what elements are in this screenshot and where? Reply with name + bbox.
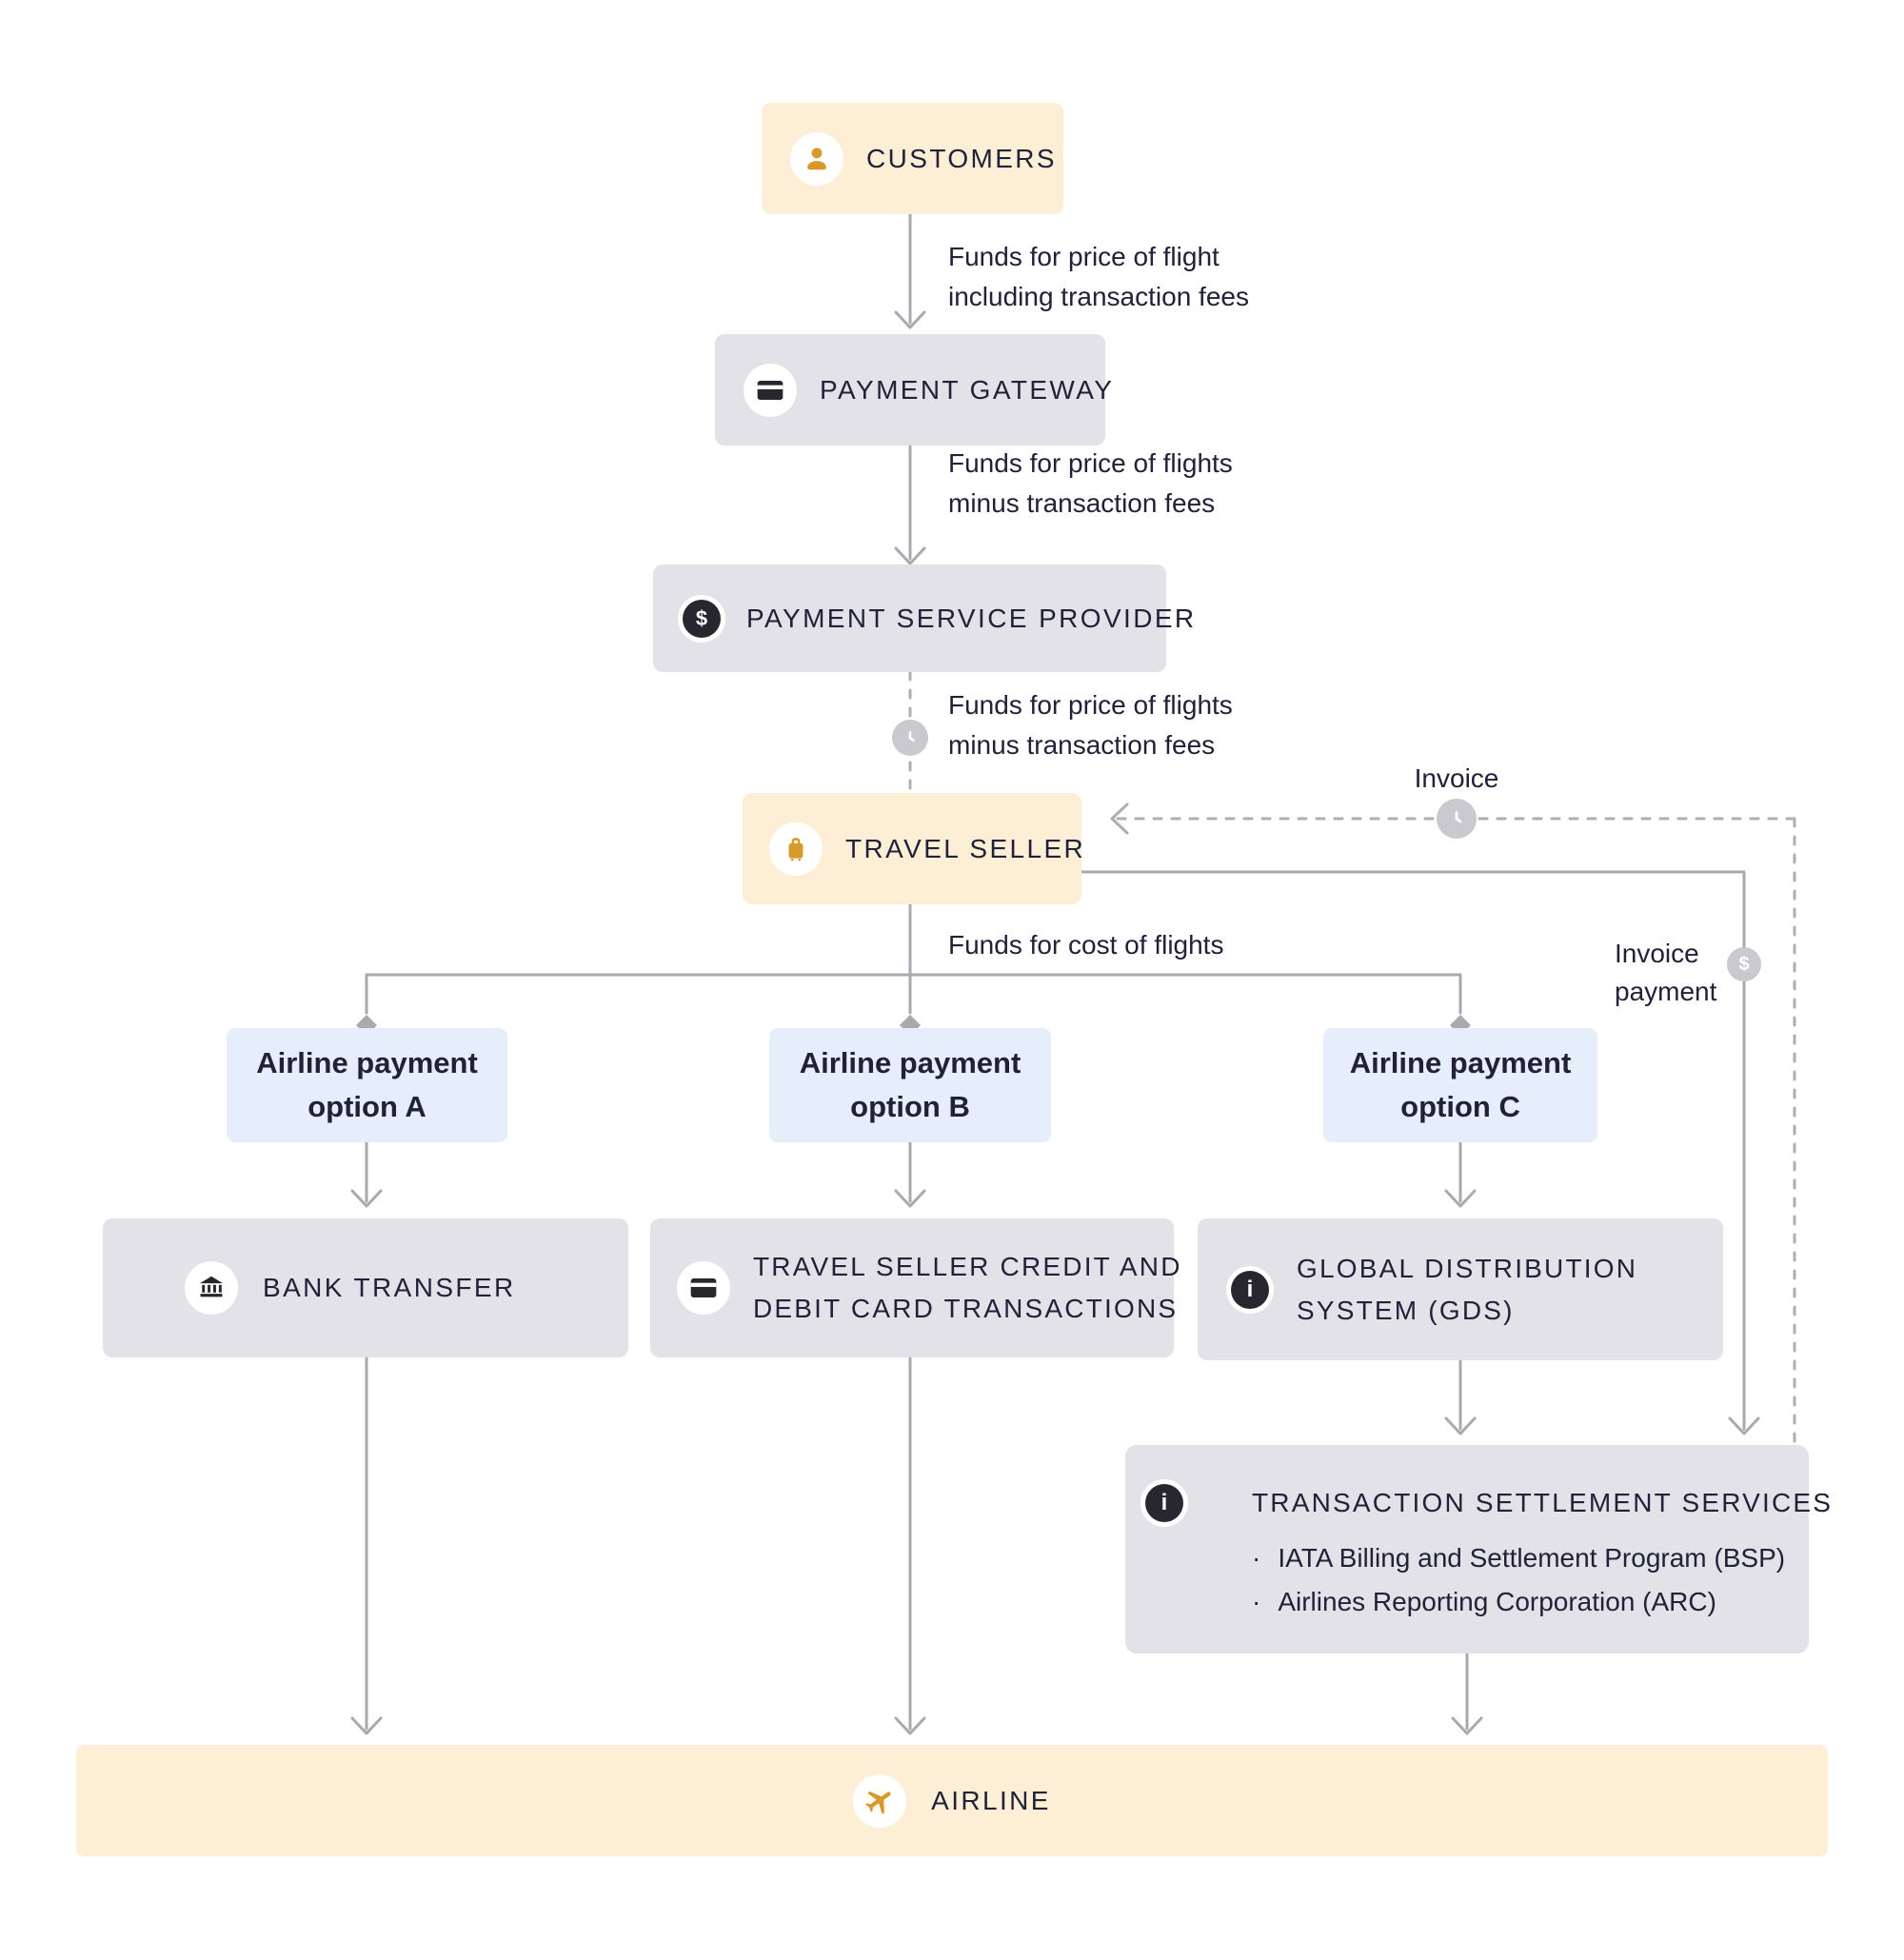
- node-customers: CUSTOMERS: [762, 103, 1063, 214]
- node-travel-seller: TRAVEL SELLER: [743, 793, 1083, 904]
- info-icon: i: [1226, 1265, 1274, 1314]
- node-label: PAYMENT GATEWAY: [820, 374, 1115, 405]
- bullet-dot: ·: [1252, 1543, 1261, 1573]
- node-global-distribution-system: i GLOBAL DISTRIBUTION SYSTEM (GDS): [1198, 1218, 1723, 1360]
- edge-label-customers-gateway: Funds for price of flight including tran…: [948, 242, 1249, 311]
- dollar-icon: $: [1727, 947, 1761, 981]
- node-label: TRAVEL SELLER: [845, 833, 1086, 863]
- credit-card-icon: [677, 1261, 730, 1315]
- edge-label-gateway-psp: Funds for price of flights minus transac…: [948, 448, 1233, 518]
- node-label: PAYMENT SERVICE PROVIDER: [746, 603, 1197, 633]
- clock-icon: [1437, 799, 1477, 839]
- bank-icon: [185, 1261, 238, 1315]
- node-label: GLOBAL DISTRIBUTION SYSTEM (GDS): [1297, 1253, 1638, 1325]
- node-label: AIRLINE: [931, 1785, 1051, 1815]
- clock-icon: [892, 720, 928, 756]
- list-item: · IATA Billing and Settlement Program (B…: [1252, 1536, 1785, 1580]
- node-title: TRANSACTION SETTLEMENT SERVICES: [1252, 1488, 1834, 1517]
- airplane-icon: [853, 1773, 907, 1828]
- node-travel-seller-card-transactions: TRAVEL SELLER CREDIT AND DEBIT CARD TRAN…: [650, 1218, 1180, 1357]
- tss-bullet-list: · IATA Billing and Settlement Program (B…: [1252, 1536, 1785, 1624]
- node-payment-gateway: PAYMENT GATEWAY: [715, 334, 1112, 445]
- person-icon: [790, 131, 843, 186]
- list-item: · Airlines Reporting Corporation (ARC): [1252, 1580, 1785, 1624]
- node-label: TRAVEL SELLER CREDIT AND DEBIT CARD TRAN…: [753, 1252, 1182, 1323]
- edge-label-invoice-payment: Invoice payment: [1615, 939, 1717, 1006]
- node-airline: AIRLINE: [76, 1745, 1828, 1856]
- edge-label-invoice: Invoice: [1414, 763, 1499, 793]
- credit-card-icon: [744, 363, 797, 417]
- node-payment-service-provider: $ PAYMENT SERVICE PROVIDER: [653, 564, 1194, 672]
- node-label: CUSTOMERS: [866, 143, 1057, 173]
- edge-label-psp-seller: Funds for price of flights minus transac…: [948, 690, 1233, 760]
- edge-label-seller-options: Funds for cost of flights: [948, 930, 1224, 960]
- bullet-dot: ·: [1252, 1587, 1261, 1616]
- dollar-icon: $: [678, 594, 725, 643]
- node-transaction-settlement-services: i TRANSACTION SETTLEMENT SERVICES · IATA…: [1125, 1445, 1831, 1653]
- info-icon: i: [1140, 1479, 1188, 1527]
- luggage-icon: [769, 822, 823, 876]
- node-label: BANK TRANSFER: [263, 1273, 516, 1302]
- node-bank-transfer: BANK TRANSFER: [103, 1218, 628, 1357]
